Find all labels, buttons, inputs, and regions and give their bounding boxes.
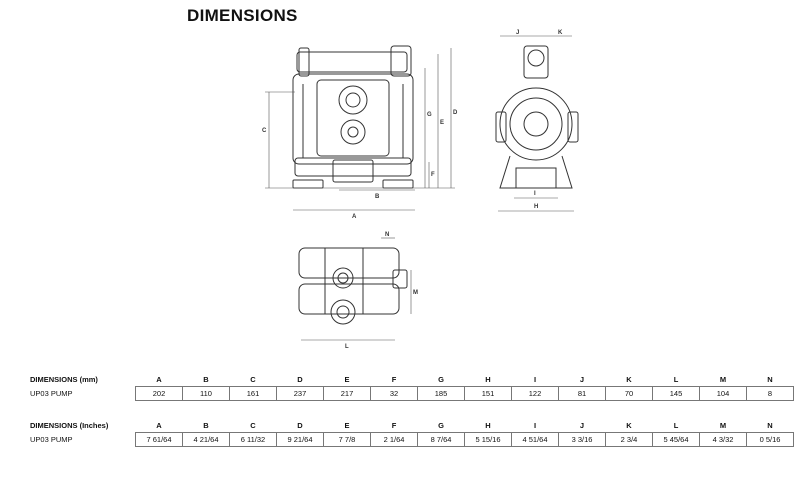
dim-label-j: J xyxy=(516,30,519,36)
column-header: E xyxy=(344,375,350,384)
table-cell: 8 xyxy=(746,386,794,401)
table-cell: 5 15/16 xyxy=(464,432,512,447)
column-header: K xyxy=(626,421,632,430)
column-header: B xyxy=(203,421,209,430)
table-cell: 145 xyxy=(652,386,700,401)
table-cell: 2 3/4 xyxy=(605,432,653,447)
table-cell: 237 xyxy=(276,386,324,401)
table-cell: 217 xyxy=(323,386,371,401)
dim-label-i: I xyxy=(534,191,536,197)
row-label-up03-pump: UP03 PUMP xyxy=(30,435,73,444)
table-cell: 6 11/32 xyxy=(229,432,277,447)
pump-side-view: J K I H xyxy=(495,30,579,212)
column-header: A xyxy=(156,375,162,384)
table-heading-inches: DIMENSIONS (Inches) xyxy=(30,421,109,431)
table-cell: 0 5/16 xyxy=(746,432,794,447)
dim-label-k: K xyxy=(558,30,563,36)
dim-label-g: G xyxy=(427,112,432,118)
table-cell: 122 xyxy=(511,386,559,401)
table-cell: 2 1/64 xyxy=(370,432,418,447)
column-header: D xyxy=(297,375,303,384)
pump-top-view: N M L xyxy=(298,232,418,350)
column-header: J xyxy=(579,421,585,430)
column-header: K xyxy=(626,375,632,384)
column-header: B xyxy=(203,375,209,384)
table-cell: 8 7/64 xyxy=(417,432,465,447)
column-header: N xyxy=(767,375,773,384)
page-title: DIMENSIONS xyxy=(187,6,298,25)
table-cell: 4 51/64 xyxy=(511,432,559,447)
table-cell: 9 21/64 xyxy=(276,432,324,447)
table-cell: 7 7/8 xyxy=(323,432,371,447)
dim-label-m: M xyxy=(413,290,418,296)
column-header: H xyxy=(485,375,491,384)
column-header: I xyxy=(533,375,537,384)
dim-label-d: D xyxy=(453,110,458,116)
dim-label-l: L xyxy=(345,344,349,350)
table-cell: 4 3/32 xyxy=(699,432,747,447)
column-header: H xyxy=(485,421,491,430)
column-header: C xyxy=(250,421,256,430)
table-cell: 5 45/64 xyxy=(652,432,700,447)
dim-label-e: E xyxy=(440,120,444,126)
dim-label-f: F xyxy=(431,172,435,178)
table-cell: 161 xyxy=(229,386,277,401)
table-cell: 104 xyxy=(699,386,747,401)
dimensions-table-inches: DIMENSIONS (Inches) A B C D E F G H I J … xyxy=(30,419,794,447)
column-header: F xyxy=(391,421,397,430)
column-header: I xyxy=(533,421,537,430)
column-header: A xyxy=(156,421,162,430)
table-cell: 81 xyxy=(558,386,606,401)
table-cell: 7 61/64 xyxy=(135,432,183,447)
column-header: L xyxy=(673,375,679,384)
table-cell: 110 xyxy=(182,386,230,401)
column-header: M xyxy=(719,375,727,384)
column-header: F xyxy=(391,375,397,384)
column-header: J xyxy=(579,375,585,384)
dim-label-a: A xyxy=(352,214,357,220)
table-cell: 202 xyxy=(135,386,183,401)
column-header: D xyxy=(297,421,303,430)
dim-label-n: N xyxy=(385,232,389,238)
table-cell: 32 xyxy=(370,386,418,401)
table-cell: 151 xyxy=(464,386,512,401)
column-header: M xyxy=(719,421,727,430)
column-header: G xyxy=(438,375,444,384)
column-header: L xyxy=(673,421,679,430)
row-label-up03-pump: UP03 PUMP xyxy=(30,389,73,398)
table-cell: 185 xyxy=(417,386,465,401)
pump-front-view: C G E D F B A xyxy=(262,45,458,220)
table-cell: 4 21/64 xyxy=(182,432,230,447)
dimensions-table-mm: DIMENSIONS (mm) A B C D E F G H I J K L … xyxy=(30,373,794,401)
column-header: G xyxy=(438,421,444,430)
column-header: E xyxy=(344,421,350,430)
column-header: C xyxy=(250,375,256,384)
dim-label-c: C xyxy=(262,128,267,134)
column-header: N xyxy=(767,421,773,430)
dim-label-b: B xyxy=(375,194,380,200)
table-cell: 3 3/16 xyxy=(558,432,606,447)
dim-label-h: H xyxy=(534,204,538,210)
table-cell: 70 xyxy=(605,386,653,401)
table-heading-mm: DIMENSIONS (mm) xyxy=(30,375,98,385)
